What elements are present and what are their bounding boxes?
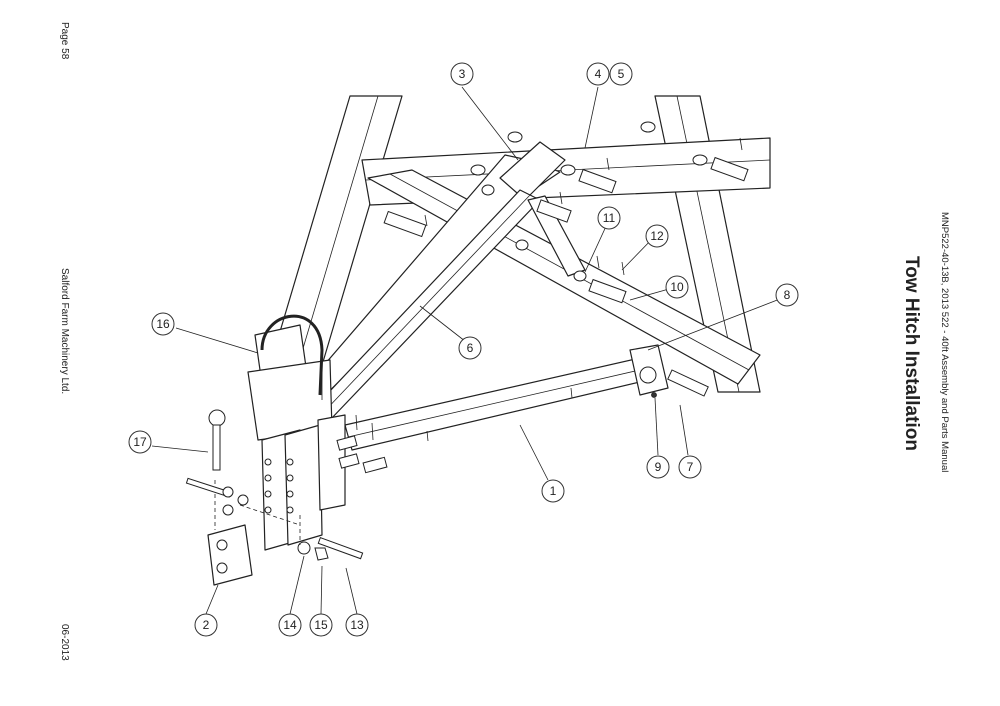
callout-label: 7 [687, 460, 694, 474]
callout-12: 12 [645, 224, 669, 248]
callout-label: 9 [655, 460, 662, 474]
callout-8: 8 [775, 283, 799, 307]
pivot-nut [639, 366, 657, 384]
hitch-tube-lower [344, 357, 649, 451]
callout-label: 3 [459, 67, 466, 81]
nut-15 [314, 547, 329, 561]
callout-label: 10 [670, 280, 684, 294]
callout-11: 11 [597, 206, 621, 230]
callout-6: 6 [458, 336, 482, 360]
callout-label: 8 [784, 288, 791, 302]
callout-17: 17 [128, 430, 152, 454]
callout-10: 10 [665, 275, 689, 299]
callout-2: 2 [194, 613, 218, 637]
callout-label: 16 [156, 317, 170, 331]
callout-label: 5 [618, 67, 625, 81]
adjustable-hitch-bar-right [284, 424, 323, 546]
hydraulic-coupler-2 [338, 453, 360, 469]
callout-label: 13 [350, 618, 364, 632]
callout-13: 13 [345, 613, 369, 637]
callout-15: 15 [309, 613, 333, 637]
callout-1: 1 [541, 479, 565, 503]
hitch-pin [212, 424, 221, 471]
frame-hardware [355, 121, 749, 442]
callout-label: 15 [314, 618, 328, 632]
callout-14: 14 [278, 613, 302, 637]
bolt-13 [317, 537, 364, 560]
callout-5: 5 [609, 62, 633, 86]
hitch-side-plate [317, 414, 346, 511]
callout-label: 12 [650, 229, 664, 243]
callout-label: 1 [550, 484, 557, 498]
clevis [207, 524, 253, 586]
hitch-bar-holes [264, 458, 294, 514]
callout-9: 9 [646, 455, 670, 479]
callout-16: 16 [151, 312, 175, 336]
inner-strut [527, 195, 586, 277]
hitch-pin-handle [208, 409, 226, 427]
callout-4: 4 [586, 62, 610, 86]
callout-label: 2 [203, 618, 210, 632]
hose-support-hoop [260, 314, 324, 396]
hydraulic-coupler-1 [336, 435, 358, 451]
callout-label: 4 [595, 67, 602, 81]
callout-label: 6 [467, 341, 474, 355]
callout-7: 7 [678, 455, 702, 479]
callout-label: 11 [603, 211, 616, 225]
callout-3: 3 [450, 62, 474, 86]
hydraulic-coupler-3 [362, 456, 388, 474]
washer-14 [297, 541, 311, 555]
callout-label: 17 [133, 435, 147, 449]
callout-label: 14 [283, 618, 297, 632]
